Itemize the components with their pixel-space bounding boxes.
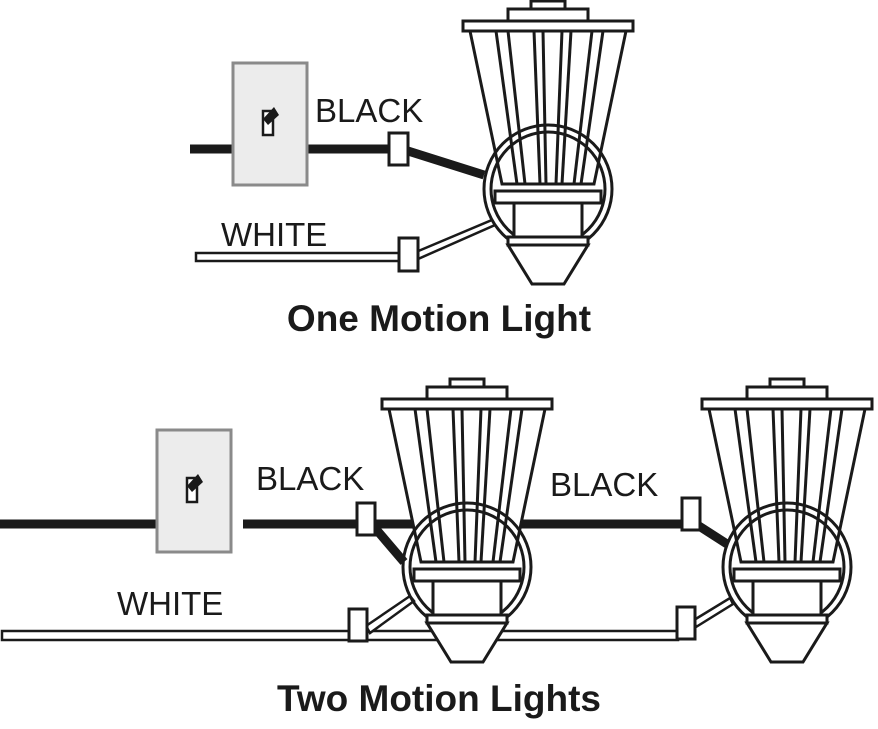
wall-switch-icon [231, 61, 309, 187]
white-wire-connector [397, 236, 420, 273]
white-wire-connector-1 [347, 607, 369, 643]
white-wire-to-light-2 [692, 596, 735, 629]
diagram-one-motion-light: BLACK WHITE One Motion Light [190, 0, 635, 339]
motion-light-2-icon [700, 377, 874, 664]
motion-light-icon [461, 0, 635, 286]
black-wire-connector [387, 131, 410, 167]
white-wire-to-light-1 [364, 594, 416, 635]
white-wire-label: WHITE [117, 585, 223, 622]
white-wire [0, 629, 352, 642]
white-wire-between-lights [364, 629, 680, 642]
black-wire-to-light-1 [371, 525, 408, 565]
black-wire-label-1: BLACK [256, 460, 364, 497]
white-wire-connector-2 [675, 605, 697, 641]
wall-switch-icon [155, 428, 233, 554]
diagram-one-title: One Motion Light [287, 298, 591, 339]
black-wire-to-light-2 [696, 522, 730, 548]
black-wire-label-2: BLACK [550, 466, 658, 503]
diagram-two-motion-lights: BLACK BLACK WHITE Two Motion Lights [0, 377, 874, 719]
black-wire-connector-1 [355, 501, 377, 537]
white-wire-label: WHITE [221, 216, 327, 253]
black-wire-to-light [406, 146, 486, 180]
black-wire-connector-2 [680, 496, 702, 532]
white-wire-to-light [414, 218, 497, 261]
black-wire-label: BLACK [315, 92, 423, 129]
white-wire [194, 251, 402, 263]
diagram-two-title: Two Motion Lights [277, 678, 601, 719]
